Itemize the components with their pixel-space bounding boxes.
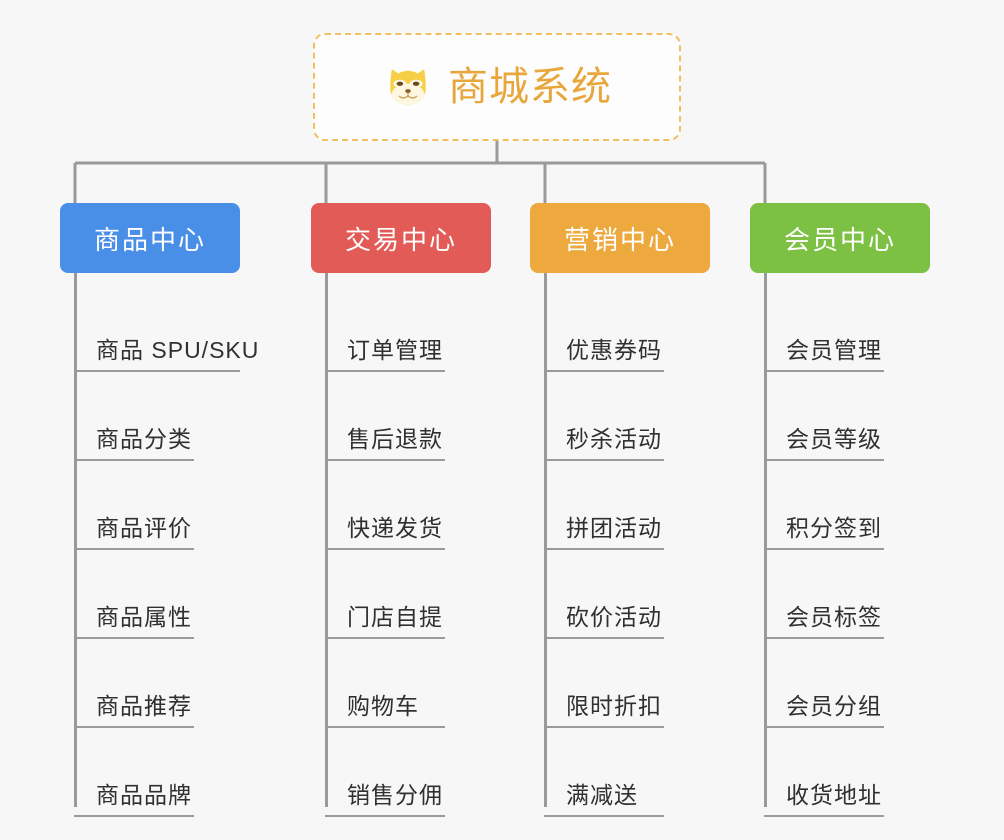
leaf-item[interactable]: 商品 SPU/SKU <box>60 283 258 372</box>
leaf-label: 会员管理 <box>786 336 882 363</box>
leaf-item[interactable]: 限时折扣 <box>530 639 710 728</box>
leaf-underline: 秒杀活动 <box>544 425 664 461</box>
leaf-item[interactable]: 秒杀活动 <box>530 372 710 461</box>
leaf-item[interactable]: 商品属性 <box>60 550 240 639</box>
leaf-list-2: 优惠券码秒杀活动拼团活动砍价活动限时折扣满减送 <box>530 273 710 817</box>
leaf-label: 秒杀活动 <box>566 425 662 452</box>
leaf-underline: 快递发货 <box>325 514 445 550</box>
leaf-label: 商品推荐 <box>96 692 192 719</box>
leaf-item[interactable]: 商品推荐 <box>60 639 240 728</box>
leaf-underline: 商品分类 <box>74 425 194 461</box>
leaf-underline: 购物车 <box>325 692 445 728</box>
leaf-item[interactable]: 会员分组 <box>750 639 930 728</box>
leaf-underline: 销售分佣 <box>325 781 445 817</box>
leaf-underline: 积分签到 <box>764 514 884 550</box>
leaf-item[interactable]: 收货地址 <box>750 728 930 817</box>
leaf-underline: 限时折扣 <box>544 692 664 728</box>
leaf-underline: 门店自提 <box>325 603 445 639</box>
leaf-underline: 商品属性 <box>74 603 194 639</box>
leaf-underline: 商品品牌 <box>74 781 194 817</box>
leaf-label: 订单管理 <box>347 336 443 363</box>
leaf-label: 购物车 <box>347 692 419 719</box>
leaf-label: 会员等级 <box>786 425 882 452</box>
leaf-list-0: 商品 SPU/SKU 商品分类商品评价商品属性商品推荐商品品牌 <box>60 273 258 817</box>
leaf-label: 拼团活动 <box>566 514 662 541</box>
leaf-item[interactable]: 快递发货 <box>311 461 491 550</box>
leaf-underline: 会员分组 <box>764 692 884 728</box>
leaf-underline: 收货地址 <box>764 781 884 817</box>
leaf-label: 商品分类 <box>96 425 192 452</box>
leaf-item[interactable]: 砍价活动 <box>530 550 710 639</box>
category-header-0[interactable]: 商品中心 <box>60 203 240 273</box>
leaf-item[interactable]: 优惠券码 <box>530 283 710 372</box>
leaf-label: 收货地址 <box>786 781 882 808</box>
leaf-label: 销售分佣 <box>347 781 443 808</box>
leaf-underline: 商品推荐 <box>74 692 194 728</box>
leaf-label: 积分签到 <box>786 514 882 541</box>
leaf-label: 快递发货 <box>347 514 443 541</box>
leaf-label: 商品评价 <box>96 514 192 541</box>
leaf-label: 砍价活动 <box>566 603 662 630</box>
category-header-3[interactable]: 会员中心 <box>750 203 930 273</box>
leaf-underline: 商品评价 <box>74 514 194 550</box>
leaf-item[interactable]: 门店自提 <box>311 550 491 639</box>
leaf-label: 会员分组 <box>786 692 882 719</box>
leaf-underline: 砍价活动 <box>544 603 664 639</box>
root-title: 商城系统 <box>448 65 612 109</box>
category-column-1: 交易中心订单管理售后退款快递发货门店自提购物车销售分佣 <box>311 203 491 817</box>
leaf-underline: 拼团活动 <box>544 514 664 550</box>
leaf-item[interactable]: 售后退款 <box>311 372 491 461</box>
leaf-label: 会员标签 <box>786 603 882 630</box>
leaf-item[interactable]: 商品评价 <box>60 461 240 550</box>
leaf-label: 满减送 <box>566 781 638 808</box>
category-header-2[interactable]: 营销中心 <box>530 203 710 273</box>
category-column-0: 商品中心商品 SPU/SKU 商品分类商品评价商品属性商品推荐商品品牌 <box>60 203 258 817</box>
leaf-label: 售后退款 <box>347 425 443 452</box>
leaf-item[interactable]: 商品品牌 <box>60 728 240 817</box>
leaf-item[interactable]: 积分签到 <box>750 461 930 550</box>
leaf-label: 优惠券码 <box>566 336 662 363</box>
root-node[interactable]: 商城系统 <box>313 33 681 141</box>
leaf-underline: 商品 SPU/SKU <box>74 337 258 372</box>
leaf-item[interactable]: 会员管理 <box>750 283 930 372</box>
category-column-2: 营销中心优惠券码秒杀活动拼团活动砍价活动限时折扣满减送 <box>530 203 710 817</box>
leaf-item[interactable]: 销售分佣 <box>311 728 491 817</box>
leaf-item[interactable]: 购物车 <box>311 639 491 728</box>
leaf-underline: 售后退款 <box>325 425 445 461</box>
leaf-label: 门店自提 <box>347 603 443 630</box>
leaf-item[interactable]: 会员标签 <box>750 550 930 639</box>
leaf-underline: 会员等级 <box>764 425 884 461</box>
leaf-list-1: 订单管理售后退款快递发货门店自提购物车销售分佣 <box>311 273 491 817</box>
category-header-1[interactable]: 交易中心 <box>311 203 491 273</box>
shiba-dog-face-icon <box>390 69 426 106</box>
leaf-underline: 会员标签 <box>764 603 884 639</box>
leaf-list-3: 会员管理会员等级积分签到会员标签会员分组收货地址 <box>750 273 930 817</box>
leaf-label: 限时折扣 <box>566 692 662 719</box>
leaf-item[interactable]: 拼团活动 <box>530 461 710 550</box>
leaf-item[interactable]: 满减送 <box>530 728 710 817</box>
leaf-underline: 订单管理 <box>325 336 445 372</box>
leaf-label: 商品 SPU/SKU <box>96 336 260 363</box>
leaf-item[interactable]: 商品分类 <box>60 372 240 461</box>
leaf-underline: 满减送 <box>544 781 664 817</box>
leaf-label: 商品品牌 <box>96 781 192 808</box>
leaf-underline: 会员管理 <box>764 336 884 372</box>
leaf-item[interactable]: 订单管理 <box>311 283 491 372</box>
leaf-item[interactable]: 会员等级 <box>750 372 930 461</box>
category-column-3: 会员中心会员管理会员等级积分签到会员标签会员分组收货地址 <box>750 203 930 817</box>
leaf-label: 商品属性 <box>96 603 192 630</box>
leaf-underline: 优惠券码 <box>544 336 664 372</box>
